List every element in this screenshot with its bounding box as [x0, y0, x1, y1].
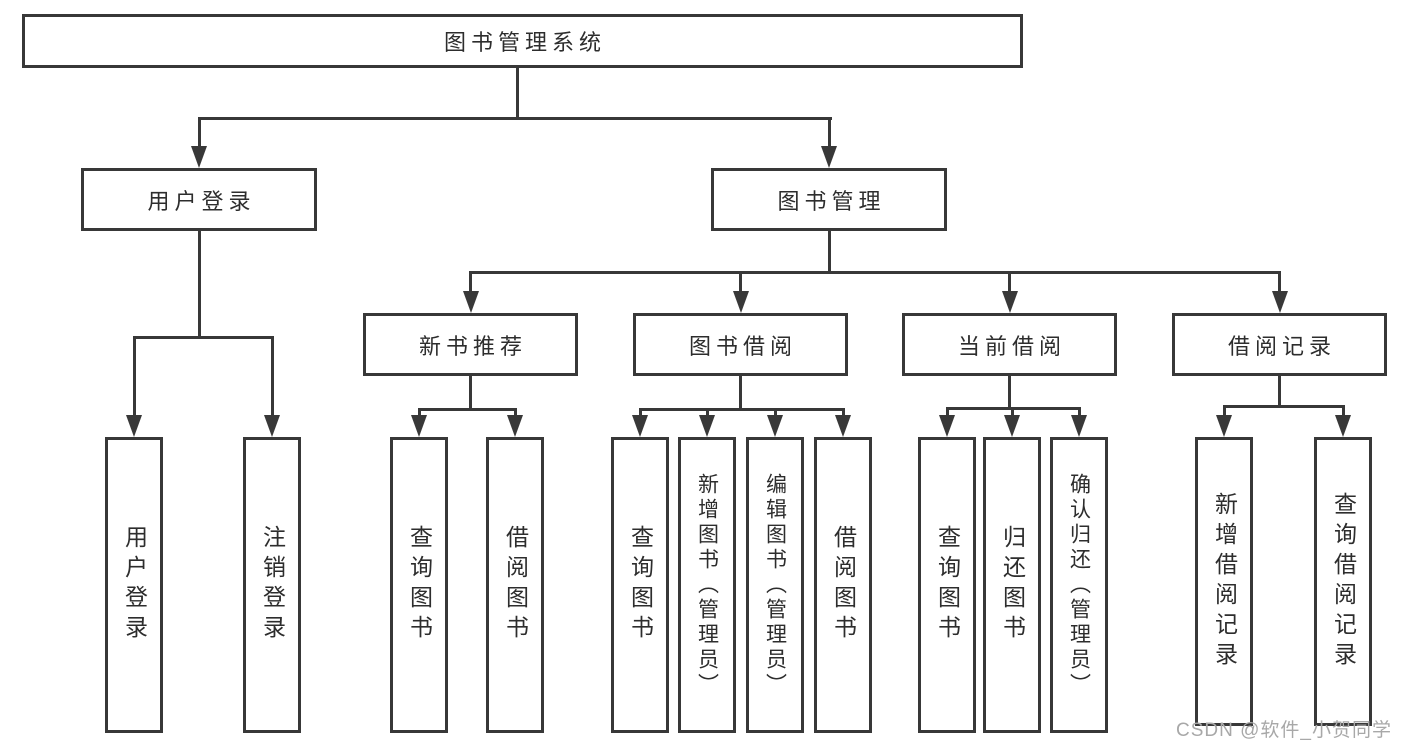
- connector-user-login-stem: [197, 231, 201, 336]
- leaf-confirm-return-admin: 确认归还（管理员）: [1050, 437, 1108, 733]
- leaf-return-book-label: 归还图书: [999, 525, 1026, 645]
- leaf-query-book-borrow-label: 查询图书: [627, 525, 654, 645]
- leaf-borrow-book-borrow: 借阅图书: [814, 437, 872, 733]
- leaf-query-book-borrow: 查询图书: [611, 437, 669, 733]
- connector-drop-new-book-recommend: [469, 271, 472, 293]
- leaf-user-login: 用户登录: [105, 437, 163, 733]
- arrow-down-g4-leaf2: [1335, 415, 1351, 437]
- connector-drop-g4-leaf2: [1341, 405, 1345, 417]
- connector-drop-g3-leaf1: [945, 407, 949, 417]
- node-user-login-label: 用户登录: [147, 188, 256, 214]
- leaf-query-book-newrec-label: 查询图书: [406, 525, 433, 645]
- node-root: 图书管理系统: [22, 14, 1023, 68]
- connector-drop-g3-leaf3: [1077, 407, 1081, 417]
- arrow-down-current-borrow: [1001, 291, 1018, 313]
- leaf-add-borrow-record: 新增借阅记录: [1195, 437, 1253, 726]
- leaf-query-borrow-record: 查询借阅记录: [1314, 437, 1372, 726]
- connector-drop-g1-leaf1: [417, 408, 421, 418]
- leaf-edit-book-admin-label: 编辑图书（管理员）: [763, 472, 787, 698]
- connector-level3-hbar: [469, 271, 1281, 274]
- connector-drop-g2-leaf4: [841, 408, 845, 418]
- arrow-down-book-management: [821, 146, 837, 168]
- arrow-down-leaf-user-login: [126, 415, 142, 437]
- leaf-add-borrow-record-label: 新增借阅记录: [1211, 491, 1238, 672]
- arrow-down-book-borrow: [732, 291, 749, 313]
- connector-borrow-record-hbar: [1222, 405, 1345, 408]
- connector-drop-g4-leaf1: [1222, 405, 1226, 417]
- connector-drop-current-borrow: [1008, 271, 1011, 293]
- leaf-add-book-admin: 新增图书（管理员）: [678, 437, 736, 733]
- connector-book-borrow-stem: [739, 376, 742, 408]
- connector-root-stem: [516, 68, 519, 117]
- arrow-down-g4-leaf1: [1216, 415, 1232, 437]
- arrow-down-g3-leaf2: [1004, 415, 1020, 437]
- connector-drop-g2-leaf3: [773, 408, 777, 418]
- leaf-logout-login-label: 注销登录: [259, 525, 286, 645]
- leaf-query-book-current-label: 查询图书: [934, 525, 961, 645]
- node-current-borrow: 当前借阅: [902, 313, 1117, 376]
- leaf-return-book: 归还图书: [983, 437, 1041, 733]
- node-book-management: 图书管理: [711, 168, 947, 231]
- arrow-down-g3-leaf3: [1071, 415, 1087, 437]
- arrow-down-g2-leaf3: [767, 415, 783, 437]
- arrow-down-user-login: [191, 146, 207, 168]
- leaf-borrow-book-newrec: 借阅图书: [486, 437, 544, 733]
- arrow-down-g2-leaf2: [699, 415, 715, 437]
- arrow-down-g3-leaf1: [939, 415, 955, 437]
- connector-drop-book-borrow: [739, 271, 742, 293]
- node-book-borrow-label: 图书借阅: [688, 333, 797, 359]
- arrow-down-new-book-recommend: [462, 291, 479, 313]
- connector-book-management-stem: [827, 231, 831, 271]
- connector-drop-g1-leaf2: [513, 408, 517, 418]
- leaf-confirm-return-admin-label: 确认归还（管理员）: [1067, 472, 1091, 698]
- node-new-book-recommend: 新书推荐: [363, 313, 578, 376]
- connector-drop-borrow-record: [1278, 271, 1281, 293]
- node-book-management-label: 图书管理: [777, 188, 886, 214]
- connector-new-book-recommend-stem: [469, 376, 472, 408]
- node-current-borrow-label: 当前借阅: [957, 333, 1066, 359]
- connector-user-login-hbar: [132, 336, 274, 339]
- leaf-logout-login: 注销登录: [243, 437, 301, 733]
- arrow-down-g2-leaf4: [835, 415, 851, 437]
- leaf-query-borrow-record-label: 查询借阅记录: [1330, 491, 1357, 672]
- arrow-down-g2-leaf1: [632, 415, 648, 437]
- connector-borrow-record-stem: [1278, 376, 1281, 405]
- connector-drop-g2-leaf1: [638, 408, 642, 418]
- node-borrow-record-label: 借阅记录: [1227, 333, 1336, 359]
- node-user-login: 用户登录: [81, 168, 317, 231]
- leaf-borrow-book-newrec-label: 借阅图书: [502, 525, 529, 645]
- node-root-label: 图书管理系统: [443, 30, 606, 55]
- connector-drop-book-management: [827, 117, 831, 148]
- connector-drop-user-login: [197, 117, 201, 148]
- connector-book-borrow-hbar: [638, 408, 845, 411]
- connector-drop-g2-leaf2: [705, 408, 709, 418]
- leaf-query-book-current: 查询图书: [918, 437, 976, 733]
- watermark-text: CSDN @软件_小贺同学: [1176, 720, 1392, 741]
- leaf-user-login-label: 用户登录: [121, 525, 148, 645]
- connector-new-book-recommend-hbar: [417, 408, 517, 411]
- connector-current-borrow-stem: [1008, 376, 1011, 407]
- node-new-book-recommend-label: 新书推荐: [418, 333, 527, 359]
- arrow-down-borrow-record: [1271, 291, 1288, 313]
- leaf-add-book-admin-label: 新增图书（管理员）: [695, 472, 719, 698]
- node-book-borrow: 图书借阅: [633, 313, 848, 376]
- connector-drop-leaf-logout: [270, 336, 274, 417]
- connector-drop-leaf-user-login: [132, 336, 136, 417]
- connector-drop-g3-leaf2: [1010, 407, 1014, 417]
- leaf-edit-book-admin: 编辑图书（管理员）: [746, 437, 804, 733]
- leaf-query-book-newrec: 查询图书: [390, 437, 448, 733]
- arrow-down-leaf-logout: [264, 415, 280, 437]
- leaf-borrow-book-borrow-label: 借阅图书: [830, 525, 857, 645]
- arrow-down-g1-leaf1: [411, 415, 427, 437]
- connector-level1-hbar: [197, 117, 832, 120]
- arrow-down-g1-leaf2: [507, 415, 523, 437]
- node-borrow-record: 借阅记录: [1172, 313, 1387, 376]
